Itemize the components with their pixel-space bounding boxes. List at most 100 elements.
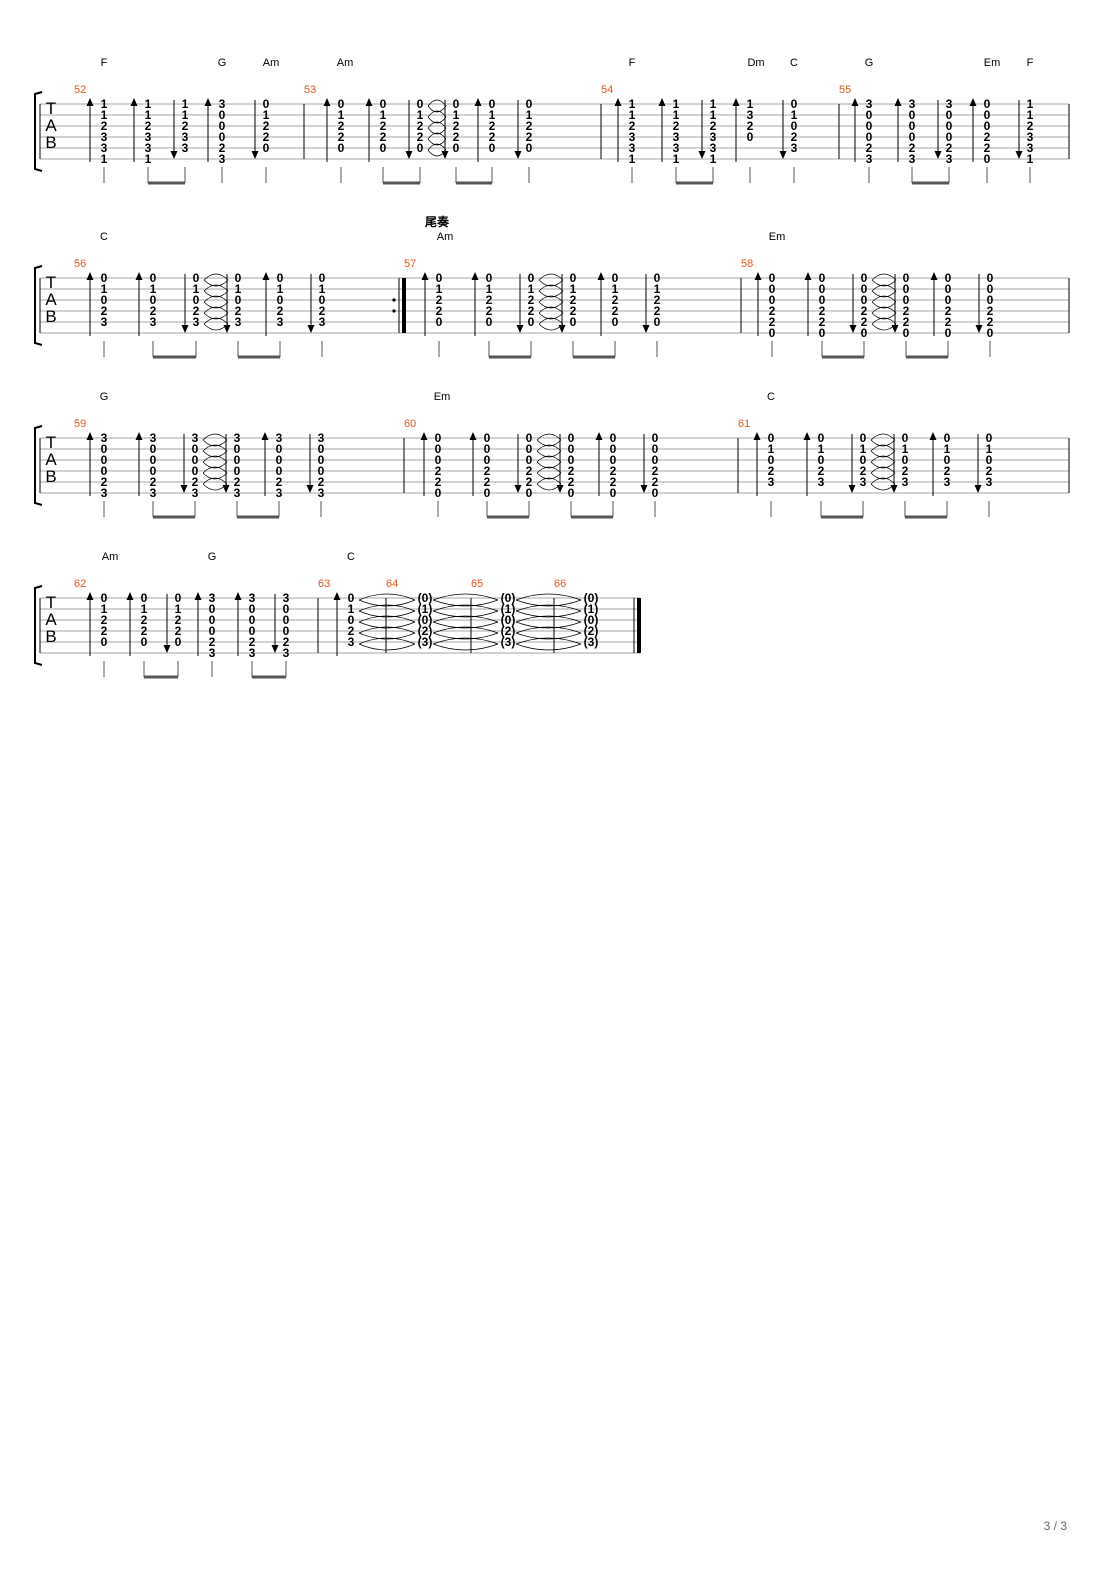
fret-number: 0 <box>101 271 108 285</box>
measure-number: 62 <box>74 578 86 590</box>
fret-number: 2 <box>984 130 991 144</box>
fret-number: 3 <box>193 315 200 329</box>
fret-number: 2 <box>903 315 910 329</box>
strum-down-arrow-icon <box>307 325 315 333</box>
fret-number: 0 <box>101 442 108 456</box>
fret-number: 1 <box>710 108 717 122</box>
tie-arc <box>536 450 562 458</box>
fret-number: 0 <box>277 271 284 285</box>
strum-up-arrow-icon <box>614 98 622 106</box>
fret-number: 0 <box>909 130 916 144</box>
fret-number: 2 <box>417 119 424 133</box>
fret-number: 3 <box>318 431 325 445</box>
strum-down-arrow-icon <box>441 151 449 159</box>
fret-number: 0 <box>489 97 496 111</box>
tie-arc <box>427 138 447 146</box>
fret-number: 2 <box>484 464 491 478</box>
fret-number: 0 <box>150 271 157 285</box>
fret-number: 2 <box>192 475 199 489</box>
fret-number: 0 <box>219 130 226 144</box>
tie-arc <box>358 643 416 651</box>
strum-down-arrow-icon <box>640 485 648 493</box>
fret-number: 2 <box>150 475 157 489</box>
fret-number: 2 <box>489 130 496 144</box>
chord-name: Em <box>984 57 1001 69</box>
fret-number: 0 <box>610 442 617 456</box>
fret-number: 0 <box>348 591 355 605</box>
fret-number: 3 <box>710 141 717 155</box>
fret-number: 0 <box>234 442 241 456</box>
chord-name: Am <box>102 551 119 563</box>
tie-arc <box>432 615 499 623</box>
chord-name: Am <box>263 57 280 69</box>
strum-up-arrow-icon <box>421 272 429 280</box>
chord-name: Em <box>434 391 451 403</box>
tie-arc <box>871 301 897 309</box>
fret-number: 2 <box>612 293 619 307</box>
fret-number: 2 <box>570 304 577 318</box>
fret-number: 1 <box>348 602 355 616</box>
fret-number: 2 <box>526 130 533 144</box>
fret-number: 0 <box>219 119 226 133</box>
fret-number: (0) <box>418 613 433 627</box>
chord-name: C <box>100 231 108 243</box>
fret-number: 0 <box>338 97 345 111</box>
fret-number: 0 <box>249 613 256 627</box>
fret-number: 2 <box>380 119 387 133</box>
tie-arc <box>536 472 562 480</box>
tie-arc <box>358 615 416 623</box>
fret-number: 1 <box>673 108 680 122</box>
fret-number: 2 <box>101 119 108 133</box>
fret-number: 0 <box>175 635 182 649</box>
fret-number: 1 <box>101 108 108 122</box>
fret-number: 0 <box>277 293 284 307</box>
tie-arc <box>432 599 499 607</box>
measure-number: 55 <box>839 84 851 96</box>
strum-down-arrow-icon <box>974 485 982 493</box>
fret-number: (0) <box>501 613 516 627</box>
tie-arc <box>427 105 447 113</box>
fret-number: 3 <box>249 646 256 660</box>
fret-number: 3 <box>145 130 152 144</box>
fret-number: 0 <box>652 431 659 445</box>
tie-arc <box>871 306 897 314</box>
fret-number: 0 <box>526 453 533 467</box>
fret-number: 1 <box>150 282 157 296</box>
fret-number: 1 <box>902 442 909 456</box>
fret-number: 2 <box>145 119 152 133</box>
fret-number: 0 <box>768 431 775 445</box>
chord-name: C <box>767 391 775 403</box>
tab-clef-letter: B <box>45 627 56 646</box>
strum-up-arrow-icon <box>86 272 94 280</box>
strum-up-arrow-icon <box>658 98 666 106</box>
fret-number: 0 <box>861 326 868 340</box>
measure-number: 65 <box>471 578 483 590</box>
fret-number: 1 <box>319 282 326 296</box>
fret-number: 3 <box>150 315 157 329</box>
fret-number: 2 <box>453 130 460 144</box>
fret-number: 0 <box>528 271 535 285</box>
tie-arc <box>536 439 562 447</box>
chord-name: G <box>100 391 109 403</box>
fret-number: 0 <box>436 315 443 329</box>
fret-number: 1 <box>528 282 535 296</box>
fret-number: 2 <box>101 304 108 318</box>
fret-number: 1 <box>489 108 496 122</box>
tie-arc <box>871 295 897 303</box>
strum-down-arrow-icon <box>848 485 856 493</box>
fret-number: 2 <box>435 475 442 489</box>
fret-number: 1 <box>338 108 345 122</box>
fret-number: 0 <box>338 141 345 155</box>
fret-number: 3 <box>946 152 953 166</box>
strum-up-arrow-icon <box>420 432 428 440</box>
measure-number: 59 <box>74 418 86 430</box>
fret-number: 2 <box>861 304 868 318</box>
tie-arc <box>432 632 499 640</box>
strum-up-arrow-icon <box>597 272 605 280</box>
fret-number: 2 <box>263 130 270 144</box>
fret-number: 0 <box>235 293 242 307</box>
fret-number: 2 <box>526 119 533 133</box>
fret-number: 0 <box>484 486 491 500</box>
fret-number: 2 <box>945 315 952 329</box>
strum-down-arrow-icon <box>405 151 413 159</box>
